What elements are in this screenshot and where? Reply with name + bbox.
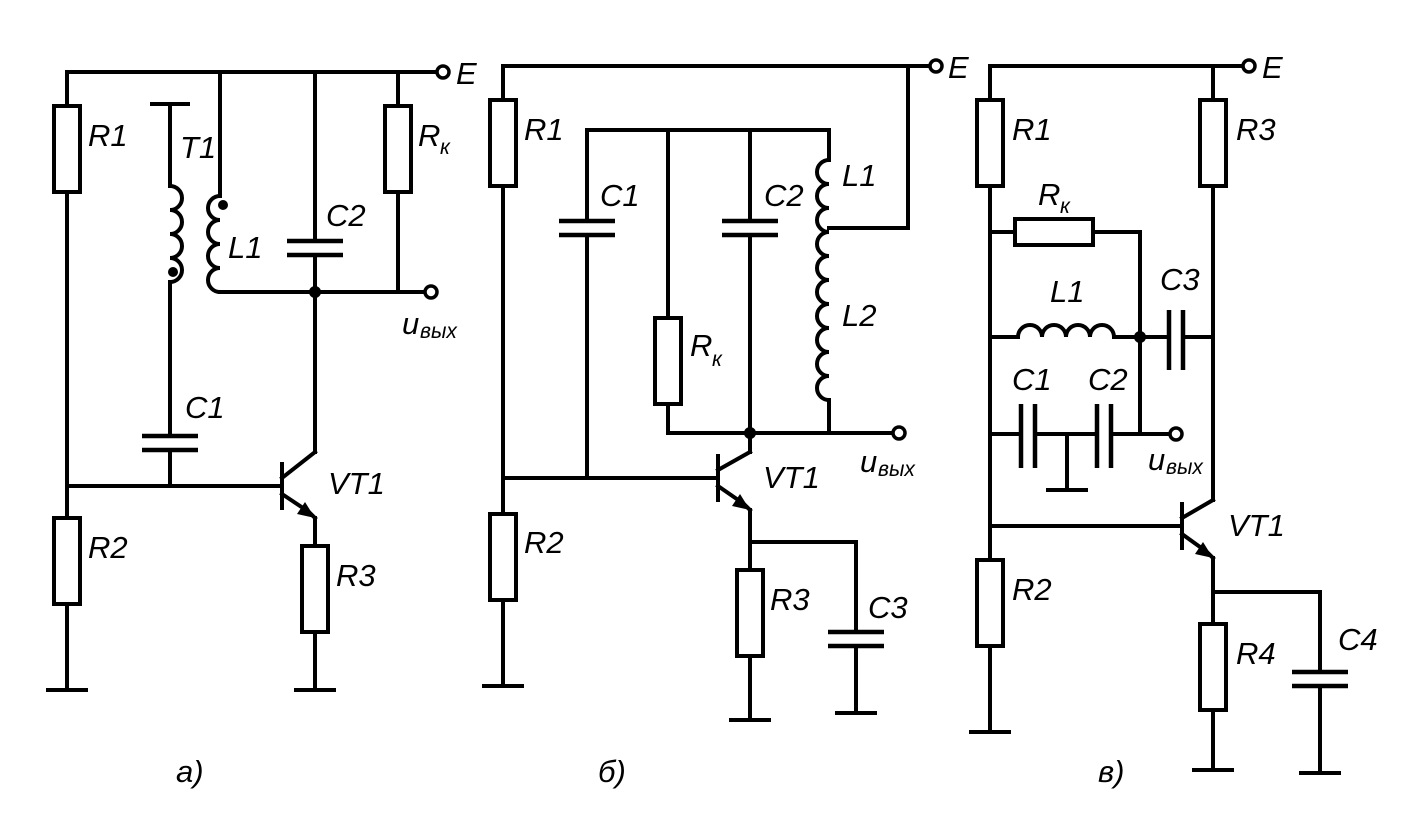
capacitor-c2-c xyxy=(1094,404,1114,468)
label-c2-a: C2 xyxy=(326,198,366,233)
label-c2-c: C2 xyxy=(1088,362,1128,397)
label-uout-sub-a: вых xyxy=(420,320,458,343)
label-c1-b: C1 xyxy=(600,178,640,213)
label-rk-main-b: R xyxy=(690,328,712,363)
label-c1-c: C1 xyxy=(1012,362,1052,397)
capacitor-c1-b xyxy=(559,218,615,238)
resistor-r2-a xyxy=(52,516,82,606)
resistor-r2-b xyxy=(488,512,518,602)
label-r1-c: R1 xyxy=(1012,112,1052,147)
label-uout-main-a: u xyxy=(402,306,419,341)
supply-terminal-b xyxy=(928,58,944,74)
label-r1-a: R1 xyxy=(88,118,128,153)
resistor-r1-c xyxy=(975,98,1005,188)
caption-b: б) xyxy=(598,754,626,789)
label-vt1-a: VT1 xyxy=(328,466,385,501)
label-uout-sub-b: вых xyxy=(878,458,916,481)
resistor-r3-b xyxy=(735,568,765,658)
capacitor-c3-b xyxy=(828,629,884,649)
label-r3-a: R3 xyxy=(336,558,376,593)
label-r3-b: R3 xyxy=(770,582,810,617)
inductor-l1-a xyxy=(206,194,221,294)
supply-terminal-a xyxy=(435,64,451,80)
label-rk-sub-a: к xyxy=(440,136,451,159)
output-terminal-a xyxy=(423,284,439,300)
resistor-r3-a xyxy=(300,544,330,634)
label-r2-a: R2 xyxy=(88,530,128,565)
label-l1-a: L1 xyxy=(228,230,262,265)
label-r1-b: R1 xyxy=(524,112,564,147)
output-terminal-b xyxy=(891,425,907,441)
capacitor-c4-c xyxy=(1292,669,1348,689)
resistor-r4-c xyxy=(1198,622,1228,712)
label-c3-c: C3 xyxy=(1160,262,1200,297)
supply-label-a: E xyxy=(456,56,477,91)
transistor-vt1-c xyxy=(1179,497,1216,561)
circuit-c: E R1 R2 R к L1 C3 C1 C2 u xyxy=(969,50,1378,789)
caption-c: в) xyxy=(1098,754,1125,789)
label-uout-sub-c: вых xyxy=(1166,456,1204,479)
label-rk-main-c: R xyxy=(1038,177,1060,212)
supply-label-b: E xyxy=(948,50,969,85)
resistor-rk-c xyxy=(1013,217,1095,247)
resistor-r3-c xyxy=(1198,98,1228,188)
label-l2-b: L2 xyxy=(842,298,876,333)
transistor-vt1-a xyxy=(279,449,318,521)
supply-label-c: E xyxy=(1262,50,1283,85)
label-rk-sub-b: к xyxy=(712,348,723,371)
label-uout-main-c: u xyxy=(1148,442,1165,477)
label-rk-main-a: R xyxy=(418,118,440,153)
label-l1-c: L1 xyxy=(1050,274,1084,309)
resistor-r1-b xyxy=(488,98,518,188)
capacitor-c2-b xyxy=(722,218,778,238)
transistor-vt1-b xyxy=(715,449,753,513)
label-r3-c: R3 xyxy=(1236,112,1276,147)
resistor-rk-a xyxy=(383,104,413,194)
resistor-r2-c xyxy=(975,558,1005,648)
caption-a: а) xyxy=(176,754,204,789)
label-r4-c: R4 xyxy=(1236,636,1276,671)
label-t1-a: T1 xyxy=(180,130,216,165)
resistor-r1-a xyxy=(52,104,82,194)
circuit-b: E R1 R2 C1 R к C2 L1 xyxy=(482,50,969,789)
label-c4-c: C4 xyxy=(1338,622,1378,657)
label-c2-b: C2 xyxy=(764,178,804,213)
supply-terminal-c xyxy=(1241,58,1257,74)
circuit-a: E R1 R2 T1 C1 L1 C2 xyxy=(46,56,477,789)
inductor-l1-c xyxy=(1016,323,1116,338)
capacitor-c3-c xyxy=(1166,310,1186,370)
label-l1-b: L1 xyxy=(842,158,876,193)
resistor-rk-b xyxy=(653,316,683,406)
inductor-l1-b xyxy=(815,158,830,234)
label-uout-main-b: u xyxy=(860,444,877,479)
label-r2-c: R2 xyxy=(1012,572,1052,607)
label-r2-b: R2 xyxy=(524,525,564,560)
output-terminal-c xyxy=(1168,426,1184,442)
inductor-l2-b xyxy=(815,230,830,402)
capacitor-c2-a xyxy=(287,238,343,258)
label-c3-b: C3 xyxy=(868,590,908,625)
capacitor-c1-c xyxy=(1018,404,1038,468)
label-vt1-b: VT1 xyxy=(763,460,820,495)
transformer-primary-coil-a xyxy=(169,184,184,284)
label-rk-sub-c: к xyxy=(1060,195,1071,218)
label-vt1-c: VT1 xyxy=(1228,508,1285,543)
label-c1-a: C1 xyxy=(185,390,225,425)
capacitor-c1-a xyxy=(142,433,198,453)
